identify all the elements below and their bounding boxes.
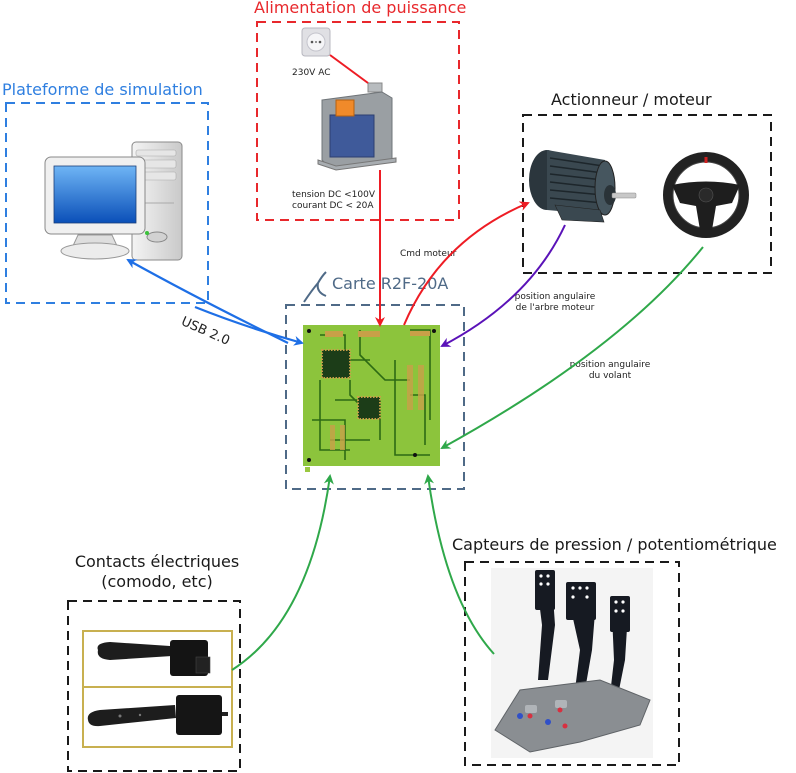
sensors-block-title: Capteurs de pression / potentiométrique — [452, 535, 777, 554]
motor-shaft-label-line2: de l'arbre moteur — [515, 303, 595, 313]
simulation-block-title: Plateforme de simulation — [2, 80, 203, 99]
motor-shaft-feedback-arrow — [440, 224, 566, 347]
desktop-computer-icon — [44, 141, 183, 261]
wheel-label-line1: position angulaire — [569, 360, 651, 370]
turn-signal-stalk-icon — [97, 640, 211, 676]
wheel-position-feedback-arrow — [440, 246, 704, 449]
simulation-block-frame — [5, 102, 209, 304]
sensors-block-frame — [464, 561, 680, 766]
wheel-position-label: position angulaire du volant — [565, 360, 655, 382]
contacts-signal-arrow — [231, 474, 334, 671]
power-block-title: Alimentation de puissance — [254, 0, 467, 17]
wiper-stalk-icon — [87, 695, 228, 735]
usb-link-label: USB 2.0 — [178, 314, 232, 349]
wheel-label-line2: du volant — [588, 371, 632, 381]
combination-switches-icon — [82, 630, 233, 748]
contacts-block-title: Contacts électriques (comodo, etc) — [72, 552, 242, 592]
actuator-block-frame — [522, 114, 772, 274]
board-block-title: Carte R2F-20A — [332, 274, 449, 293]
steering-wheel-icon — [663, 152, 749, 238]
board-block-frame — [285, 304, 465, 490]
ac-input-label: 230V AC — [292, 68, 331, 78]
contacts-block-frame — [67, 600, 241, 772]
contacts-title-line2: (comodo, etc) — [101, 572, 213, 591]
contacts-title-line1: Contacts électriques — [74, 552, 240, 571]
dc-voltage-label: tension DC <100V — [292, 190, 375, 200]
transformer-icon — [317, 82, 397, 171]
board-logo-icon — [303, 271, 327, 303]
ac-power-line — [329, 54, 369, 84]
electric-motor-icon — [529, 150, 637, 223]
wall-socket-icon — [301, 27, 331, 57]
pedal-set-icon — [491, 568, 653, 758]
motor-shaft-position-label: position angulaire de l'arbre moteur — [505, 292, 605, 314]
actuator-block-title: Actionneur / moteur — [551, 90, 712, 109]
dc-current-label: courant DC < 20A — [292, 201, 374, 211]
cmd-motor-label: Cmd moteur — [400, 249, 457, 259]
sensors-signal-arrow — [424, 474, 495, 655]
pcb-board-icon — [303, 325, 440, 474]
motor-shaft-label-line1: position angulaire — [514, 292, 596, 302]
